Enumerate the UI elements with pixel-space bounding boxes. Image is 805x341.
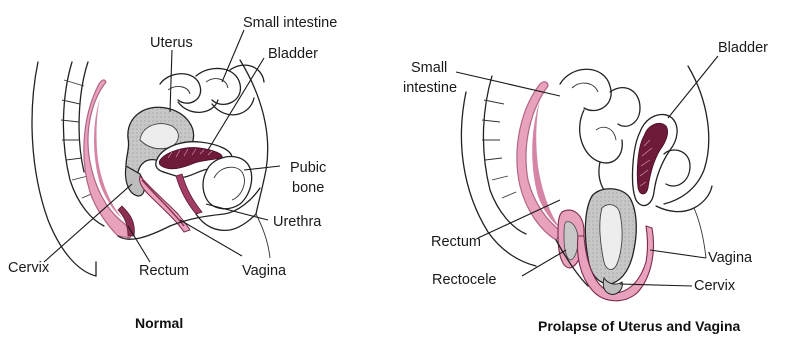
prolapse-panel: Small intestine Bladder Rectum Rectocele… (403, 40, 768, 334)
normal-vagina-lumen (142, 180, 184, 226)
prolapse-caption: Prolapse of Uterus and Vagina (538, 318, 740, 334)
prolapse-uterus-cavity (600, 205, 622, 270)
prolapse-label-vagina: Vagina (708, 250, 753, 266)
normal-label-small-intestine: Small intestine (243, 15, 337, 31)
prolapse-sacrum-segments (482, 100, 516, 198)
prolapse-label-bladder: Bladder (718, 40, 768, 56)
prolapse-small-intestine (560, 69, 640, 200)
prolapse-label-small-1: Small (411, 60, 447, 76)
prolapse-label-cervix: Cervix (694, 278, 736, 294)
normal-label-uterus: Uterus (150, 35, 193, 51)
prolapse-label-rectum: Rectum (431, 234, 481, 250)
normal-caption: Normal (135, 315, 183, 331)
normal-label-cervix: Cervix (8, 260, 50, 276)
normal-label-rectum: Rectum (139, 263, 189, 279)
normal-label-vagina: Vagina (242, 263, 287, 279)
normal-label-pubic-2: bone (292, 180, 324, 196)
normal-small-intestine (160, 65, 264, 115)
normal-thigh (256, 214, 270, 258)
normal-urethra-shape (176, 174, 202, 214)
prolapse-outer-contour (656, 186, 712, 212)
normal-panel: Small intestine Uterus Bladder Pubic bon… (8, 15, 337, 331)
normal-label-bladder: Bladder (268, 46, 318, 62)
prolapse-pubic-bone (664, 150, 690, 186)
normal-label-pubic-1: Pubic (290, 160, 326, 176)
prolapse-thigh (694, 208, 706, 258)
prolapse-label-rectocele: Rectocele (432, 272, 496, 288)
normal-label-urethra: Urethra (273, 214, 322, 230)
prolapse-label-small-2: intestine (403, 80, 457, 96)
